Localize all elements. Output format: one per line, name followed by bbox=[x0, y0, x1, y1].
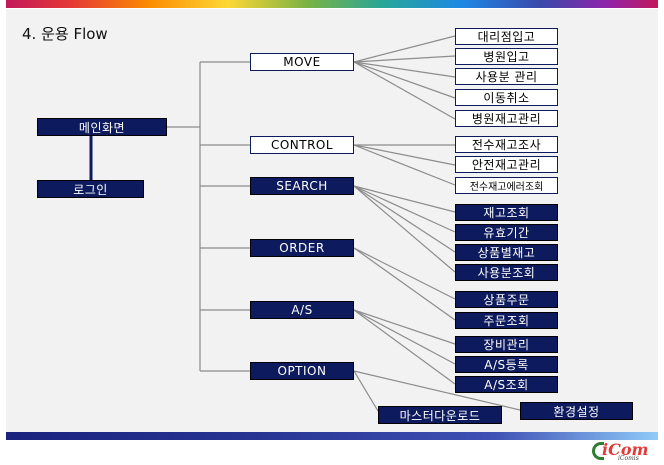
leaf-equipment-management: 장비관리 bbox=[455, 336, 558, 353]
slide-title: 4. 운용 Flow bbox=[22, 25, 108, 43]
logo-swoosh-icon bbox=[592, 442, 604, 460]
leaf-inventory-error-lookup: 전수재고에러조회 bbox=[455, 177, 558, 194]
company-logo: iCom iComis bbox=[592, 440, 652, 464]
main-screen-node: 메인화면 bbox=[37, 118, 167, 136]
category-search: SEARCH bbox=[250, 177, 354, 195]
category-order: ORDER bbox=[250, 239, 354, 257]
leaf-expiry-date: 유효기간 bbox=[455, 224, 558, 241]
leaf-as-lookup: A/S조회 bbox=[455, 376, 558, 393]
leaf-full-inventory-check: 전수재고조사 bbox=[455, 136, 558, 153]
leaf-usage-management: 사용분 관리 bbox=[455, 68, 558, 85]
leaf-master-download: 마스터다운로드 bbox=[378, 406, 502, 424]
leaf-safety-stock-management: 안전재고관리 bbox=[455, 156, 558, 173]
category-option: OPTION bbox=[250, 362, 354, 380]
leaf-as-registration: A/S등록 bbox=[455, 356, 558, 373]
leaf-stock-lookup: 재고조회 bbox=[455, 204, 558, 221]
category-as: A/S bbox=[250, 301, 354, 319]
top-gradient-bar bbox=[6, 0, 658, 8]
category-move: MOVE bbox=[250, 53, 354, 71]
leaf-usage-lookup: 사용분조회 bbox=[455, 264, 558, 281]
leaf-order-lookup: 주문조회 bbox=[455, 312, 558, 329]
category-control: CONTROL bbox=[250, 136, 354, 154]
logo-text: iCom bbox=[602, 440, 649, 459]
leaf-hospital-stock-management: 병원재고관리 bbox=[455, 110, 558, 127]
login-node: 로그인 bbox=[37, 180, 144, 198]
leaf-hospital-receiving: 병원입고 bbox=[455, 48, 558, 65]
bottom-gradient-bar bbox=[6, 432, 658, 440]
logo-subtext: iComis bbox=[618, 455, 639, 462]
leaf-product-order: 상품주문 bbox=[455, 291, 558, 308]
leaf-agency-receiving: 대리점입고 bbox=[455, 28, 558, 45]
leaf-settings: 환경설정 bbox=[520, 402, 633, 420]
leaf-transfer-cancel: 이동취소 bbox=[455, 89, 558, 106]
leaf-stock-by-product: 상품별재고 bbox=[455, 244, 558, 261]
